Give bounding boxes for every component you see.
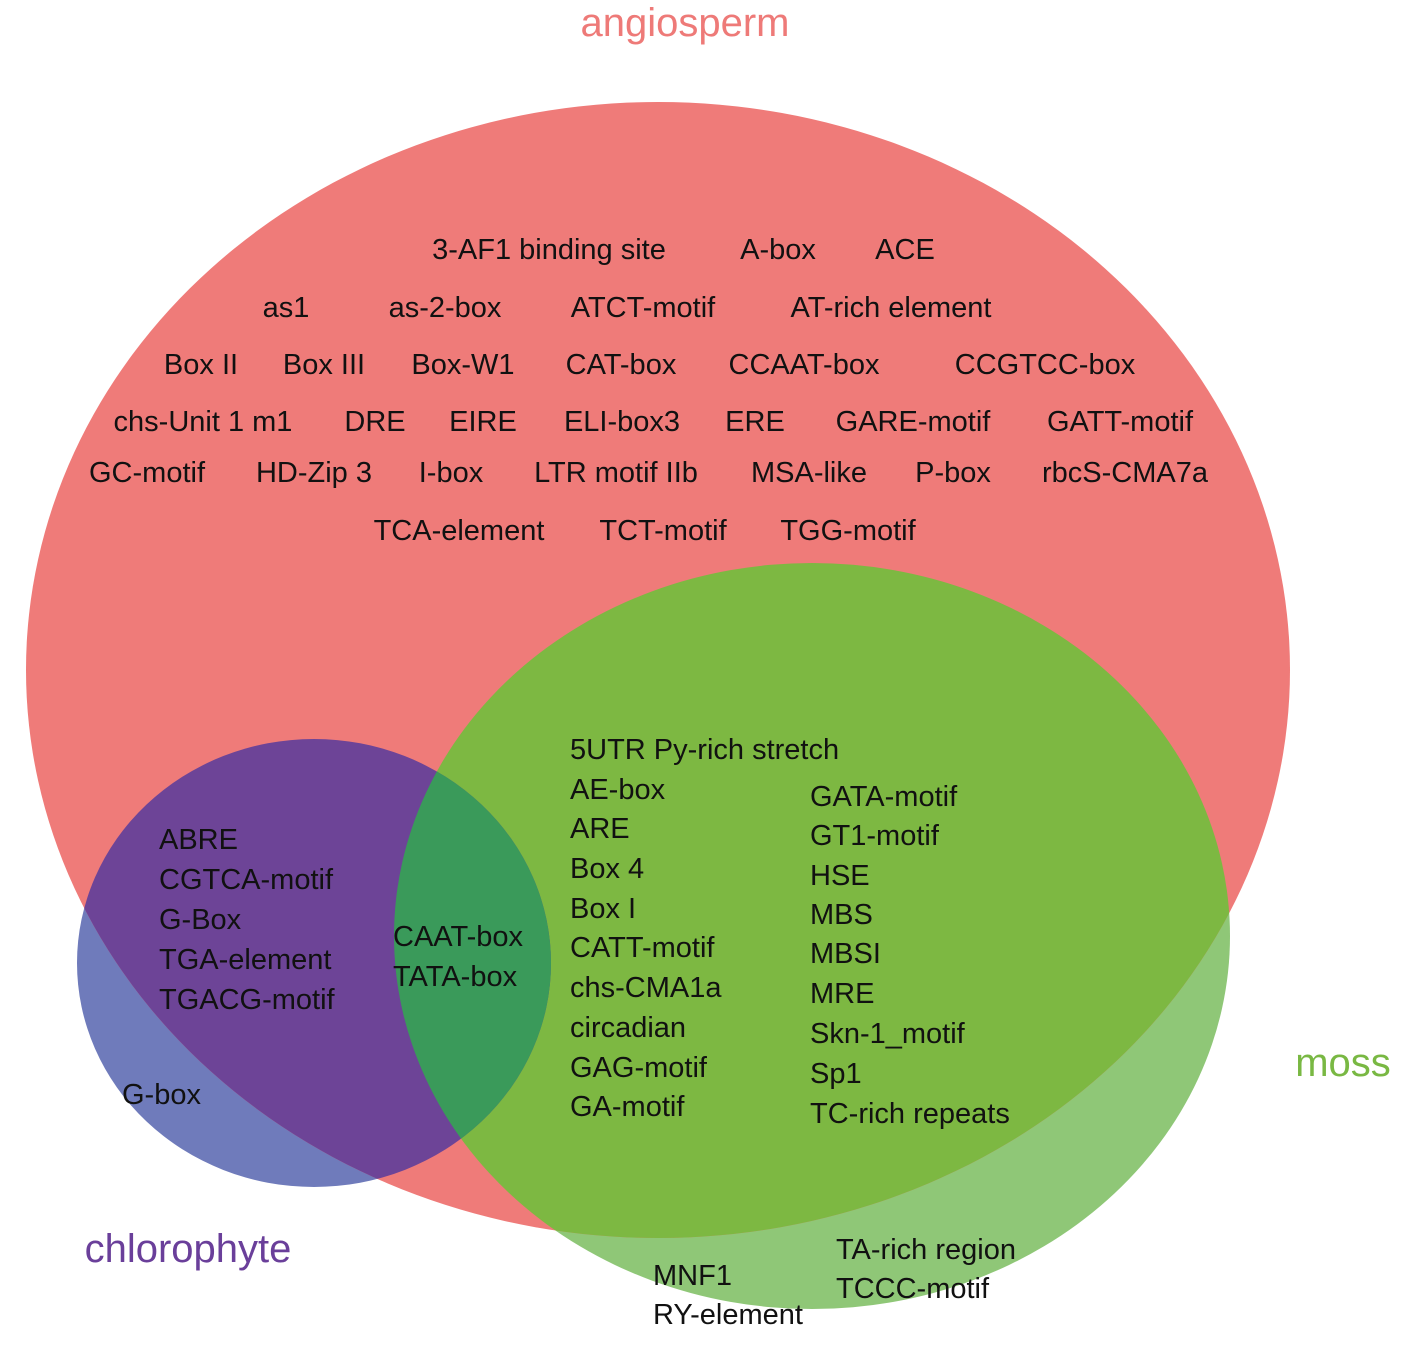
item-label: ERE xyxy=(725,406,785,438)
item-label: MRE xyxy=(810,978,874,1010)
item-label: circadian xyxy=(570,1012,686,1044)
item-label: TA-rich region xyxy=(836,1234,1016,1266)
item-label: ATCT-motif xyxy=(571,292,716,324)
item-label: MSA-like xyxy=(751,457,867,489)
item-label: rbcS-CMA7a xyxy=(1042,457,1209,489)
item-label: Skn-1_motif xyxy=(810,1018,966,1050)
item-label: DRE xyxy=(344,406,405,438)
item-label: MNF1 xyxy=(653,1260,732,1292)
item-label: TGACG-motif xyxy=(159,984,336,1016)
item-label: P-box xyxy=(915,457,991,489)
item-label: I-box xyxy=(419,457,484,489)
item-label: A-box xyxy=(740,234,816,266)
chlorophyte-label: chlorophyte xyxy=(85,1227,292,1271)
moss-only-items: MNF1 RY-element TA-rich region TCCC-moti… xyxy=(653,1234,1016,1331)
angiosperm-moss-items-col2: GATA-motif GT1-motif HSE MBS MBSI MRE Sk… xyxy=(810,781,1010,1130)
item-label: GATT-motif xyxy=(1047,406,1194,438)
item-label: Box-W1 xyxy=(411,349,514,381)
item-label: TCCC-motif xyxy=(836,1273,990,1305)
item-label: HD-Zip 3 xyxy=(256,457,372,489)
item-label: MBS xyxy=(810,899,873,931)
angiosperm-moss-overlap xyxy=(394,563,1230,1238)
item-label: MBSI xyxy=(810,938,881,970)
all-three-items: CAAT-box TATA-box xyxy=(393,921,524,993)
item-label: chs-CMA1a xyxy=(570,972,722,1004)
item-label: Box I xyxy=(570,893,636,925)
chlorophyte-only-item: G-box xyxy=(122,1079,201,1111)
item-label: CAT-box xyxy=(566,349,677,381)
item-label: LTR motif IIb xyxy=(534,457,698,489)
item-label: CAAT-box xyxy=(393,921,524,953)
item-label: Sp1 xyxy=(810,1058,862,1090)
item-label: ARE xyxy=(570,813,630,845)
angiosperm-moss-items-col1: 5UTR Py-rich stretch AE-box ARE Box 4 Bo… xyxy=(570,734,839,1123)
item-label: GATA-motif xyxy=(810,781,958,813)
item-label: TCT-motif xyxy=(599,515,727,547)
angiosperm-only-items: 3-AF1 binding site A-box ACE as1 as-2-bo… xyxy=(89,234,1209,547)
item-label: GC-motif xyxy=(89,457,206,489)
item-label: CCGTCC-box xyxy=(955,349,1136,381)
item-label: Box II xyxy=(164,349,238,381)
item-label: as-2-box xyxy=(389,292,502,324)
item-label: ELI-box3 xyxy=(564,406,680,438)
item-label: CCAAT-box xyxy=(729,349,880,381)
item-label: TATA-box xyxy=(393,961,518,993)
item-label: RY-element xyxy=(653,1299,803,1331)
item-label: ABRE xyxy=(159,824,238,856)
item-label: Box III xyxy=(283,349,365,381)
angiosperm-chlorophyte-items: ABRE CGTCA-motif G-Box TGA-element TGACG… xyxy=(159,824,336,1016)
item-label: as1 xyxy=(263,292,310,324)
all-three-overlap xyxy=(394,739,551,1187)
item-label: AT-rich element xyxy=(791,292,992,324)
item-label: chs-Unit 1 m1 xyxy=(114,406,293,438)
item-label: TGA-element xyxy=(159,944,331,976)
item-label: TCA-element xyxy=(374,515,545,547)
angiosperm-label: angiosperm xyxy=(580,1,789,45)
item-label: GT1-motif xyxy=(810,820,940,852)
item-label: 3-AF1 binding site xyxy=(432,234,666,266)
item-label: CATT-motif xyxy=(570,932,715,964)
item-label: G-Box xyxy=(159,904,242,936)
item-label: GA-motif xyxy=(570,1091,685,1123)
item-label: TC-rich repeats xyxy=(810,1098,1010,1130)
item-label: AE-box xyxy=(570,774,666,806)
item-label: TGG-motif xyxy=(780,515,916,547)
item-label: 5UTR Py-rich stretch xyxy=(570,734,839,766)
moss-label: moss xyxy=(1295,1041,1391,1085)
item-label: Box 4 xyxy=(570,853,644,885)
item-label: ACE xyxy=(875,234,935,266)
item-label: CGTCA-motif xyxy=(159,864,334,896)
item-label: GAG-motif xyxy=(570,1052,708,1084)
item-label: GARE-motif xyxy=(836,406,992,438)
item-label: HSE xyxy=(810,860,870,892)
item-label: EIRE xyxy=(449,406,517,438)
